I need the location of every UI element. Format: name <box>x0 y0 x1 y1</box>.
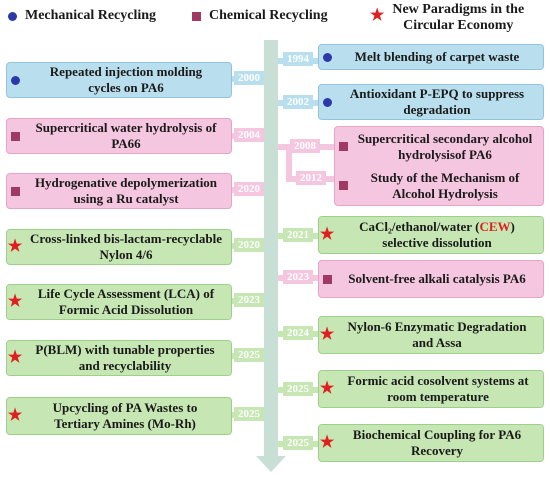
event-box-right: ★ Biochemical Coupling for PA6 Recovery <box>318 424 544 462</box>
legend-new-label-1: New Paradigms in the <box>392 2 525 17</box>
legend-new: ★ New Paradigms in the Circular Economy <box>370 2 524 34</box>
event-box-left: ★ Cross-linked bis-lactam-recyclable Nyl… <box>6 229 232 265</box>
event-text: Study of the Mechanism of Alcohol Hydrol… <box>370 169 520 201</box>
event-box-right: ★ Nylon-6 Enzymatic Degradation and Assa <box>318 316 544 354</box>
square-icon <box>192 11 201 21</box>
circle-icon <box>10 75 20 85</box>
event-text: CaCl₂/ethanol/water (CEW) selective diss… <box>335 219 543 251</box>
year-label: 2021 <box>283 228 313 242</box>
event-box-left: Supercritical water hydrolysis of PA66 <box>6 118 232 154</box>
event-text: Nylon-6 Enzymatic Degradation and Assa <box>347 319 527 350</box>
square-icon <box>10 186 20 196</box>
square-icon <box>338 142 348 151</box>
star-icon: ★ <box>319 326 335 343</box>
square-icon <box>10 131 20 141</box>
star-icon: ★ <box>370 7 385 24</box>
year-label: 2023 <box>234 293 264 307</box>
star-icon: ★ <box>319 434 335 451</box>
timeline-arrow-head <box>256 456 286 472</box>
event-text: Supercritical water hydrolysis of PA66 <box>35 120 217 151</box>
event-text: Cross-linked bis-lactam-recyclable Nylon… <box>30 231 222 262</box>
connector <box>286 146 292 180</box>
event-text: Solvent-free alkali catalysis PA6 <box>348 271 526 286</box>
year-label: 2023 <box>283 270 313 284</box>
year-label: 2025 <box>234 407 264 421</box>
event-box-right: Supercritical secondary alcohol hydrolys… <box>334 126 544 206</box>
event-box-right: ★ CaCl₂/ethanol/water (CEW) selective di… <box>318 216 544 254</box>
square-icon <box>322 274 332 284</box>
event-entry: Supercritical secondary alcohol hydrolys… <box>335 131 543 163</box>
year-label: 2025 <box>283 382 313 396</box>
event-text: Life Cycle Assessment (LCA) of Formic Ac… <box>37 286 215 317</box>
circle-icon <box>8 11 17 21</box>
event-text: Hydrogenative depolymerization using a R… <box>34 175 218 206</box>
event-text: Formic acid cosolvent systems at room te… <box>347 373 529 404</box>
event-box-left: ★ P(BLM) with tunable properties and rec… <box>6 340 232 376</box>
event-box-right: Antioxidant P-EPQ to suppress degradatio… <box>318 84 544 120</box>
year-label: 2025 <box>234 348 264 362</box>
year-label: 1994 <box>283 52 313 66</box>
legend-mechanical: Mechanical Recycling <box>8 8 156 24</box>
star-icon: ★ <box>319 226 335 243</box>
legend-mechanical-label: Mechanical Recycling <box>25 8 157 23</box>
year-label: 2008 <box>290 139 320 153</box>
legend-chemical-label: Chemical Recycling <box>209 8 328 23</box>
event-text-part: CaCl₂/ethanol/water ( <box>359 219 480 234</box>
year-label: 2000 <box>234 71 264 85</box>
year-label: 2002 <box>283 95 313 109</box>
circle-icon <box>322 52 332 62</box>
square-icon <box>338 181 348 190</box>
event-box-left: ★ Upcycling of PA Wastes to Tertiary Ami… <box>6 397 232 435</box>
event-text-highlight: CEW <box>479 219 511 234</box>
event-text: Melt blending of carpet waste <box>354 49 520 64</box>
year-label: 2020 <box>234 182 264 196</box>
star-icon: ★ <box>319 380 335 397</box>
legend-chemical: Chemical Recycling <box>192 8 328 24</box>
event-box-left: Repeated injection molding cycles on PA6 <box>6 62 232 98</box>
year-label: 2012 <box>296 171 326 185</box>
circle-icon <box>322 97 332 107</box>
event-text-part: ) selective dissolution <box>382 219 515 250</box>
event-box-right: Melt blending of carpet waste <box>318 44 544 70</box>
event-box-right: Solvent-free alkali catalysis PA6 <box>318 260 544 298</box>
year-label: 2025 <box>283 436 313 450</box>
event-text: P(BLM) with tunable properties and recyc… <box>35 342 215 373</box>
event-text: Repeated injection molding cycles on PA6 <box>49 64 203 95</box>
timeline-axis <box>264 40 278 458</box>
star-icon: ★ <box>7 407 23 424</box>
event-entry: Study of the Mechanism of Alcohol Hydrol… <box>335 170 543 202</box>
event-box-right: ★ Formic acid cosolvent systems at room … <box>318 370 544 408</box>
event-box-left: ★ Life Cycle Assessment (LCA) of Formic … <box>6 284 232 320</box>
event-text: Upcycling of PA Wastes to Tertiary Amine… <box>52 400 198 431</box>
year-label: 2004 <box>234 128 264 142</box>
event-box-left: Hydrogenative depolymerization using a R… <box>6 173 232 209</box>
star-icon: ★ <box>7 349 23 366</box>
year-label: 2020 <box>234 238 264 252</box>
star-icon: ★ <box>7 238 23 255</box>
event-text: Supercritical secondary alcohol hydrolys… <box>357 130 533 162</box>
star-icon: ★ <box>7 293 23 310</box>
year-label: 2024 <box>283 326 313 340</box>
event-text: Antioxidant P-EPQ to suppress degradatio… <box>349 86 525 117</box>
event-text: Biochemical Coupling for PA6 Recovery <box>352 427 522 458</box>
legend-new-label-2: Circular Economy <box>403 18 514 33</box>
